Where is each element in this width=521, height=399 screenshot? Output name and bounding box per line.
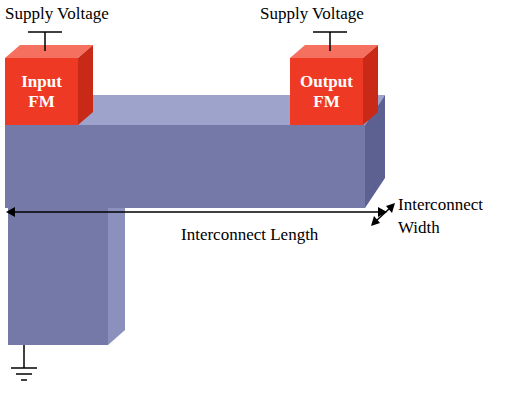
input-cube	[5, 45, 93, 125]
dimension-label: Interconnect Length	[181, 224, 318, 247]
ground-line	[16, 373, 32, 375]
supply-voltage-label: Supply Voltage	[5, 3, 109, 26]
arrow-head	[386, 203, 395, 213]
cube-side	[363, 45, 378, 125]
input-ferromagnet: Input FM	[5, 58, 78, 125]
ground-line	[21, 379, 27, 381]
leg-front	[8, 208, 108, 345]
node-label: Input FM	[21, 72, 62, 111]
cube-top	[290, 45, 378, 58]
supply-voltage-label: Supply Voltage	[260, 3, 364, 26]
supply-wires	[28, 32, 347, 51]
supply-wire	[44, 32, 46, 51]
leg-side	[108, 193, 125, 345]
ground-symbol	[11, 345, 37, 380]
arrow-head	[6, 207, 15, 217]
ground-line	[11, 367, 37, 369]
arrow-head	[371, 216, 380, 226]
dimension-line	[14, 211, 379, 213]
width-dimension-arrow	[371, 203, 395, 226]
cube-side	[78, 45, 93, 125]
node-label: Output FM	[300, 72, 353, 111]
supply-wire	[329, 32, 331, 51]
dimension-label: Interconnect Width	[398, 194, 483, 240]
length-dimension-arrow	[6, 207, 387, 217]
interconnect-leg	[8, 193, 125, 345]
cube-top	[5, 45, 93, 58]
ground-wire	[23, 345, 25, 368]
output-cube	[290, 45, 378, 125]
slab-front	[5, 125, 365, 208]
dimension-line	[376, 208, 390, 221]
output-ferromagnet: Output FM	[290, 58, 363, 125]
